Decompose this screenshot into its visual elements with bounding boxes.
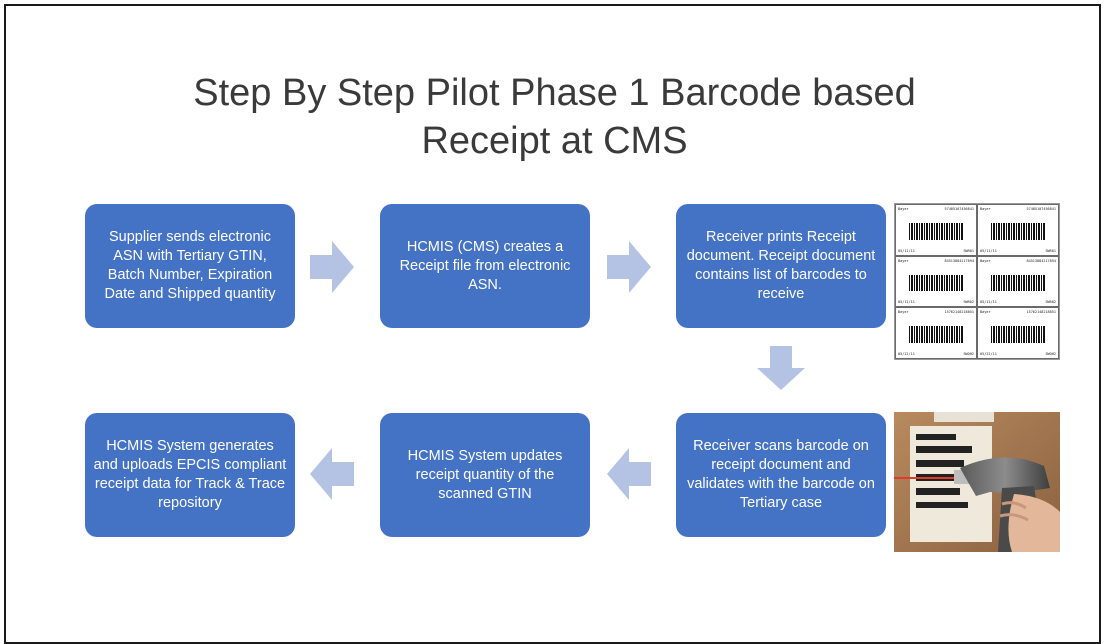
barcode-icon: [990, 274, 1046, 292]
label-brand: Bayer: [898, 207, 909, 211]
barcode-icon: [908, 274, 964, 292]
label-lot: SWQH2: [963, 352, 974, 356]
step-2-box: HCMIS (CMS) creates a Receipt file from …: [380, 204, 590, 328]
barcode-icon: [990, 326, 1046, 344]
arrow-down: [757, 346, 805, 390]
arrow-left-2: [607, 448, 651, 500]
step-2-text: HCMIS (CMS) creates a Receipt file from …: [399, 238, 571, 293]
barcode-label: Bayer 84513884217894 05/11/11 SWR02: [977, 255, 1059, 308]
barcode-label: Bayer 57485107456841 05/11/11 SWR01: [895, 204, 977, 256]
label-brand: Bayer: [898, 258, 909, 263]
barcode-label: Bayer 15762148218851 05/22/11 SWQH2: [895, 307, 977, 359]
label-code: 57485107456841: [944, 207, 974, 211]
step-6-box: HCMIS System generates and uploads EPCIS…: [85, 413, 295, 537]
label-date: 05/11/11: [898, 248, 915, 253]
arrow-left-icon: [607, 448, 651, 500]
arrow-right-1: [310, 241, 354, 293]
title-line-1: Step By Step Pilot Phase 1 Barcode based: [193, 72, 916, 115]
label-lot: SWR01: [1045, 248, 1056, 253]
barcode-icon: [990, 222, 1046, 240]
title-line-2: Receipt at CMS: [421, 120, 688, 163]
step-5-box: HCMIS System updates receipt quantity of…: [380, 413, 590, 537]
label-date: 05/22/11: [898, 352, 915, 356]
slide-title: Step By Step Pilot Phase 1 Barcode based…: [6, 69, 1103, 165]
label-brand: Bayer: [898, 310, 909, 315]
arrow-down-icon: [757, 346, 805, 390]
step-1-box: Supplier sends electronic ASN with Terti…: [85, 204, 295, 328]
barcode-scanner-photo: [894, 412, 1060, 552]
barcode-label: Bayer 57485107456841 05/11/11 SWR01: [977, 204, 1059, 256]
label-lot: SWQH2: [1045, 352, 1056, 356]
label-brand: Bayer: [980, 258, 991, 263]
step-4-text: Receiver scans barcode on receipt docume…: [687, 438, 875, 511]
step-3-box: Receiver prints Receipt document. Receip…: [676, 204, 886, 328]
barcode-icon: [908, 326, 964, 344]
label-date: 05/11/11: [980, 300, 997, 305]
arrow-right-2: [607, 241, 651, 293]
label-date: 05/11/11: [898, 300, 915, 305]
barcode-label: Bayer 15762148218851 05/22/11 SWQH2: [977, 307, 1059, 359]
step-6-text: HCMIS System generates and uploads EPCIS…: [93, 438, 287, 511]
step-5-text: HCMIS System updates receipt quantity of…: [407, 447, 563, 502]
arrow-right-icon: [607, 241, 651, 293]
label-brand: Bayer: [980, 207, 991, 211]
barcode-sheet-image: Bayer 57485107456841 05/11/11 SWR01 Baye…: [894, 203, 1060, 360]
barcode-scanner-icon: [894, 412, 1060, 552]
step-4-box: Receiver scans barcode on receipt docume…: [676, 413, 886, 537]
step-3-text: Receiver prints Receipt document. Receip…: [686, 229, 876, 302]
label-brand: Bayer: [980, 310, 991, 315]
label-code: 57485107456841: [1026, 207, 1056, 211]
label-code: 15762148218851: [944, 310, 974, 315]
label-date: 05/11/11: [980, 248, 997, 253]
label-lot: SWR01: [963, 248, 974, 253]
label-code: 15762148218851: [1026, 310, 1056, 315]
label-code: 84513884217894: [1026, 258, 1056, 263]
step-1-text: Supplier sends electronic ASN with Terti…: [104, 229, 276, 302]
label-date: 05/22/11: [980, 352, 997, 356]
label-lot: SWR02: [963, 300, 974, 305]
label-lot: SWR02: [1045, 300, 1056, 305]
label-code: 84513884217894: [944, 258, 974, 263]
barcode-icon: [908, 222, 964, 240]
arrow-right-icon: [310, 241, 354, 293]
barcode-label: Bayer 84513884217894 05/11/11 SWR02: [895, 255, 977, 308]
arrow-left-icon: [310, 448, 354, 500]
slide: Step By Step Pilot Phase 1 Barcode based…: [4, 4, 1101, 644]
arrow-left-1: [310, 448, 354, 500]
